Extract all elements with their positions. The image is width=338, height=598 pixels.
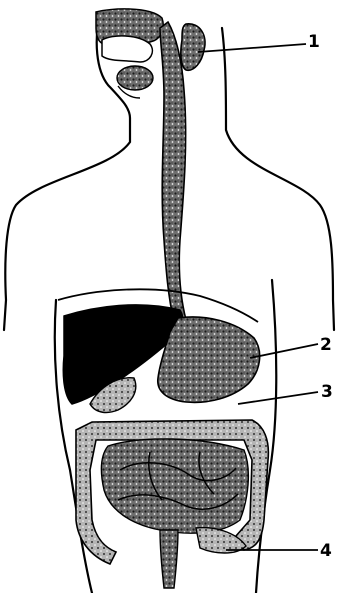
label-4: 4 bbox=[320, 543, 332, 560]
leader-line-3 bbox=[238, 392, 318, 404]
label-1: 1 bbox=[308, 34, 320, 51]
mouth-region bbox=[96, 9, 205, 98]
leader-line-1 bbox=[198, 44, 306, 52]
rectum bbox=[160, 530, 178, 588]
label-2: 2 bbox=[320, 337, 332, 354]
esophagus bbox=[160, 22, 186, 322]
leader-line-2 bbox=[250, 344, 318, 358]
stomach bbox=[158, 317, 260, 402]
small-intestine bbox=[101, 439, 248, 533]
label-3: 3 bbox=[321, 384, 333, 401]
